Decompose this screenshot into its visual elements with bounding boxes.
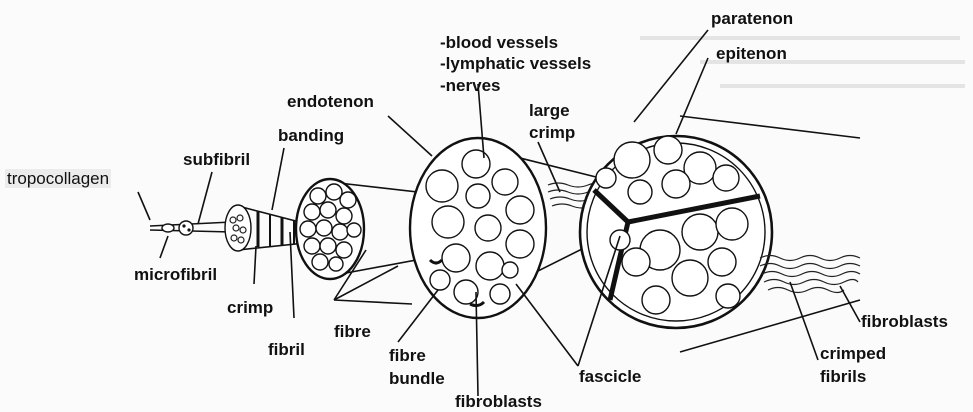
label-epitenon: epitenon [716, 44, 787, 63]
tropocollagen-strand [150, 221, 232, 235]
label-vessels-line1: -blood vessels [440, 33, 558, 52]
label-vessels-line3: -nerves [440, 76, 500, 95]
crimped-fibrils-hatching [760, 256, 860, 293]
label-vessels-line2: -lymphatic vessels [440, 54, 591, 73]
label-crimped-fibrils-line1: crimped [820, 344, 886, 363]
fascicle [580, 116, 860, 352]
label-crimp: crimp [227, 298, 273, 317]
label-banding: banding [278, 126, 344, 145]
label-fibroblasts-right: fibroblasts [861, 312, 948, 331]
label-fibril: fibril [268, 340, 305, 359]
label-fibre-bundle-line1: fibre [389, 346, 426, 365]
label-crimped-fibrils-line2: fibrils [820, 367, 866, 386]
label-fibroblasts-bottom: fibroblasts [455, 392, 542, 411]
label-large-crimp-line1: large [529, 101, 570, 120]
label-microfibril: microfibril [134, 265, 217, 284]
label-tropocollagen: tropocollagen [5, 169, 111, 188]
label-subfibril: subfibril [183, 150, 250, 169]
label-fascicle: fascicle [579, 367, 641, 386]
label-fibre-bundle-line2: bundle [389, 369, 445, 388]
background-faint-text [640, 38, 965, 86]
label-large-crimp-line2: crimp [529, 123, 575, 142]
fibre-bundle [410, 138, 600, 318]
label-fibre: fibre [334, 322, 371, 341]
label-paratenon: paratenon [711, 9, 793, 28]
label-endotenon: endotenon [287, 92, 374, 111]
